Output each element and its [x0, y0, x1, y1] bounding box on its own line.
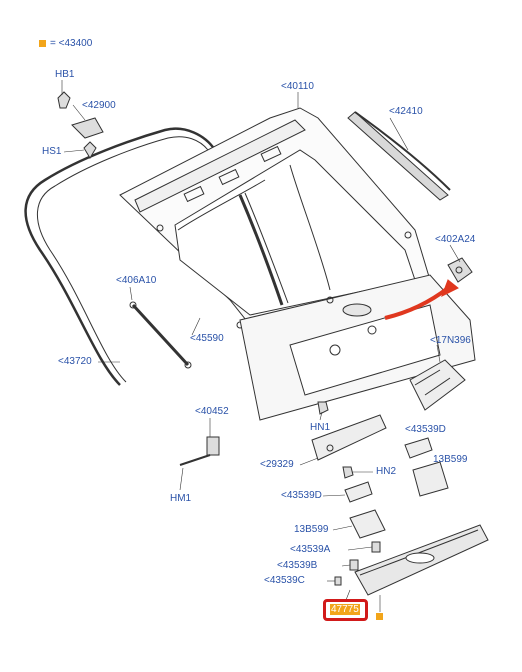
label-hn2: HN2 [376, 466, 397, 477]
label-43539c: <43539C [264, 575, 305, 586]
label-402a24: <402A24 [435, 234, 476, 245]
bracket-29329 [311, 414, 387, 461]
legend-marker-47775 [376, 613, 383, 620]
clip-43539b [349, 559, 359, 571]
label-42900: <42900 [82, 100, 116, 111]
tailgate-lower-panel [239, 274, 476, 421]
plate-17n396 [409, 359, 466, 411]
switch-40452 [206, 436, 220, 456]
label-43539a: <43539A [290, 544, 331, 555]
bracket-402a24 [447, 257, 473, 283]
label-43539d-left: <43539D [281, 490, 322, 501]
label-17n396: <17N396 [430, 335, 471, 346]
label-47775[interactable]: 47775 [330, 604, 360, 615]
label-43720: <43720 [58, 356, 92, 367]
label-40452: <40452 [195, 406, 229, 417]
legend-text: = <43400 [50, 38, 93, 49]
label-hn1: HN1 [310, 422, 331, 433]
hinge-42900 [71, 117, 104, 139]
label-406a10: <406A10 [116, 275, 157, 286]
weatherstrip-seal-43720 [24, 127, 217, 386]
nut-hn1 [317, 401, 329, 415]
label-13b599-left: 13B599 [294, 524, 329, 535]
label-43539d-right: <43539D [405, 424, 446, 435]
rod-hm1 [179, 454, 211, 466]
bracket-43539d-right [404, 437, 433, 459]
spoiler-42410 [347, 111, 451, 201]
label-hb1: HB1 [55, 69, 75, 80]
bracket-13b599-left [349, 509, 386, 539]
label-45590: <45590 [190, 333, 224, 344]
tailgate-upper-frame-40110 [119, 107, 431, 329]
label-hm1: HM1 [170, 493, 192, 504]
nut-hn2 [342, 466, 354, 479]
hinge-bolt-hb1 [57, 91, 71, 109]
label-29329: <29329 [260, 459, 294, 470]
hinge-screw-hs1 [83, 141, 97, 159]
clip-43539a [371, 541, 381, 553]
bracket-13b599-right [412, 461, 449, 497]
highlight-47775[interactable] [323, 599, 368, 621]
label-43539b: <43539B [277, 560, 318, 571]
bracket-43539d-left [344, 481, 373, 503]
label-40110: <40110 [281, 81, 314, 92]
gas-strut-406a10 [129, 301, 192, 369]
label-hs1: HS1 [42, 146, 62, 157]
label-42410: <42410 [389, 106, 423, 117]
moulding-47775 [354, 524, 489, 596]
arrow-to-402a24 [384, 286, 450, 320]
legend-swatch [39, 40, 46, 47]
clip-43539c [334, 576, 342, 586]
label-13b599-right: 13B599 [433, 454, 468, 465]
